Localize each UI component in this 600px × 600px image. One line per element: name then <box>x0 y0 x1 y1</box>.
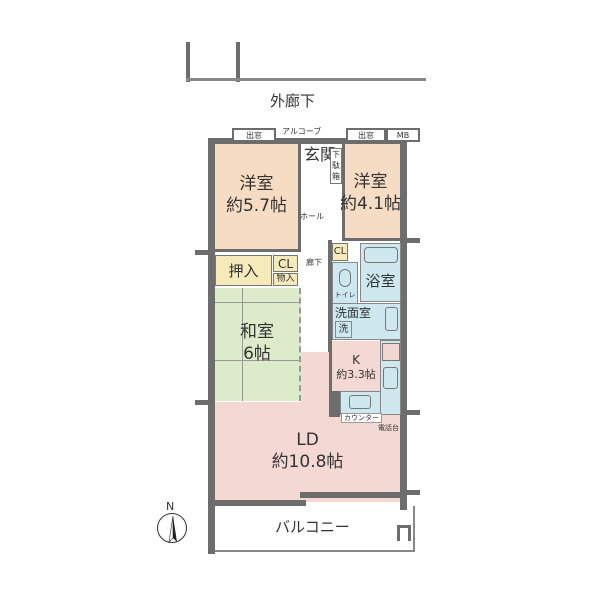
closet-cl-2: CL <box>332 243 348 261</box>
wall-stub <box>406 490 420 495</box>
sink-icon <box>385 307 398 331</box>
hallway-label: 廊下 <box>306 258 322 267</box>
shoe-box: 下駄箱 <box>330 148 342 184</box>
sink-counter <box>340 391 381 415</box>
balcony-post <box>397 525 411 541</box>
range-hood-icon <box>382 343 400 361</box>
washer-space: 洗 <box>335 321 352 338</box>
entrance-label: 玄関 <box>304 145 337 164</box>
railing-post <box>236 42 240 82</box>
ld-extension <box>301 352 329 404</box>
toilet: トイレ <box>332 262 358 304</box>
corridor-label: 外廊下 <box>270 92 316 110</box>
oshiire-closet: 押入 <box>215 255 272 286</box>
wall-kitchen <box>329 391 340 417</box>
kitchen-counter <box>380 340 401 415</box>
hall-label: ホール <box>300 212 324 221</box>
kitchen: K 約3.3帖 <box>332 341 380 391</box>
wall-stub <box>195 250 209 255</box>
compass-north-label: N <box>166 500 175 513</box>
phone-stand-label: 電話台 <box>378 424 399 432</box>
western-room-2: 洋室 約4.1帖 <box>340 144 401 241</box>
japanese-room: 和室 6帖 <box>215 288 301 401</box>
living-dining: LD 約10.8帖 <box>215 402 400 502</box>
storage: 物入 <box>273 273 298 286</box>
wall-stub <box>406 410 420 415</box>
meter-box: MB <box>386 128 420 142</box>
wall-bottom <box>208 500 306 506</box>
counter-label: カウンター <box>341 413 382 424</box>
wall-bottom <box>300 492 406 498</box>
western-room-1: 洋室 約5.7帖 <box>215 144 301 252</box>
toilet-bowl-icon <box>339 269 351 287</box>
bay-window: 出窓 <box>232 128 276 142</box>
railing <box>186 78 426 81</box>
bathroom: 浴室 <box>360 243 401 302</box>
wall-stub <box>406 238 420 243</box>
wall-right <box>400 138 407 510</box>
wall-stub <box>195 400 209 405</box>
closet-cl: CL <box>273 255 298 272</box>
wall-inner <box>328 240 332 415</box>
stove-icon <box>383 367 398 389</box>
balcony: バルコニー <box>215 506 415 552</box>
bathtub-icon <box>364 247 398 263</box>
kitchen-sink-icon <box>349 395 371 409</box>
railing-post <box>186 42 190 82</box>
alcove-label: アルコーブ <box>282 127 322 136</box>
compass-icon <box>157 513 187 543</box>
compass-needle-icon <box>168 515 177 543</box>
wall-top <box>208 138 406 144</box>
bay-window: 出窓 <box>346 128 386 142</box>
wall-left <box>208 138 215 554</box>
